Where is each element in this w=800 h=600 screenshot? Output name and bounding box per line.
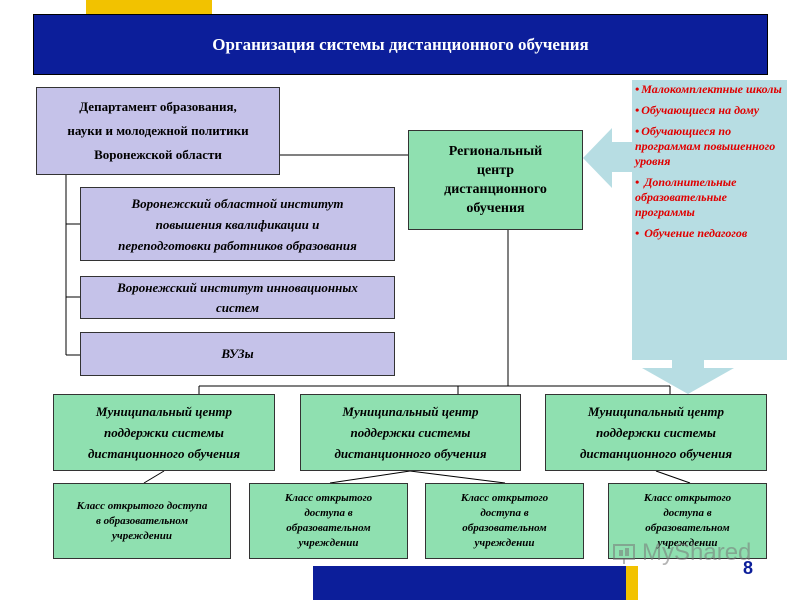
class-line: учреждении bbox=[112, 529, 172, 542]
class-line: доступа в bbox=[304, 507, 353, 519]
class-line: доступа в bbox=[663, 507, 712, 519]
class-line: в образовательном bbox=[95, 514, 189, 527]
target-group-item: Обучение педагогов bbox=[635, 226, 784, 241]
municipal-line: поддержки системы bbox=[104, 425, 224, 440]
class-line: образовательном bbox=[286, 522, 371, 534]
institute-line: Воронежский областной институт bbox=[131, 195, 344, 211]
institute-box-innovation: Воронежский институт инновационных систе… bbox=[80, 276, 395, 319]
class-box-2: Класс открытого доступа в образовательно… bbox=[249, 483, 408, 559]
municipal-center-box-3: Муниципальный центр поддержки системы ди… bbox=[545, 394, 767, 471]
page-number: 8 bbox=[742, 558, 753, 578]
top-gold-accent bbox=[86, 0, 212, 14]
page-title: Организация системы дистанционного обуче… bbox=[212, 34, 589, 54]
institute-line: ВУЗы bbox=[221, 346, 254, 361]
municipal-line: Муниципальный центр bbox=[95, 404, 233, 419]
class-line: образовательном bbox=[462, 522, 547, 534]
presentation-icon bbox=[613, 544, 635, 564]
watermark-text: MyShared bbox=[642, 539, 752, 566]
department-box: Департамент образования, науки и молодеж… bbox=[36, 87, 280, 175]
line-class3 bbox=[409, 470, 506, 484]
line-class1 bbox=[143, 470, 165, 484]
title-bar: Организация системы дистанционного обуче… bbox=[33, 14, 768, 75]
institute-line: повышения квалификации и bbox=[155, 216, 320, 232]
class-box-1: Класс открытого доступа в образовательно… bbox=[53, 483, 231, 559]
department-line: Департамент образования, bbox=[79, 99, 237, 114]
class-line: Класс открытого bbox=[284, 492, 373, 504]
municipal-line: поддержки системы bbox=[350, 425, 471, 440]
line-class4 bbox=[655, 470, 691, 484]
regional-center-box: Региональный центр дистанционного обучен… bbox=[408, 130, 583, 230]
target-group-item: Обучающиеся по программам повышенного ур… bbox=[635, 124, 784, 169]
regional-line: центр bbox=[476, 163, 515, 178]
municipal-center-box-2: Муниципальный центр поддержки системы ди… bbox=[300, 394, 521, 471]
class-line: учреждении bbox=[474, 537, 535, 549]
regional-line: дистанционного bbox=[444, 182, 547, 197]
municipal-line: Муниципальный центр bbox=[587, 404, 725, 419]
bottom-navy-bar bbox=[313, 566, 626, 600]
regional-line: Региональный bbox=[448, 144, 543, 159]
arrow-left-icon bbox=[583, 128, 632, 188]
class-line: Класс открытого доступа bbox=[76, 499, 208, 512]
institute-box-universities: ВУЗы bbox=[80, 332, 395, 376]
bottom-gold-accent bbox=[626, 566, 638, 600]
watermark: MyShared bbox=[612, 536, 772, 570]
regional-line: обучения bbox=[466, 201, 525, 216]
class-line: доступа в bbox=[480, 507, 529, 519]
class-line: образовательном bbox=[645, 522, 730, 534]
class-box-3: Класс открытого доступа в образовательно… bbox=[425, 483, 584, 559]
municipal-line: дистанционного обучения bbox=[334, 446, 487, 461]
municipal-line: дистанционного обучения bbox=[579, 446, 733, 461]
department-line: Воронежской области bbox=[94, 147, 222, 162]
institute-line: систем bbox=[215, 299, 260, 315]
municipal-line: поддержки системы bbox=[596, 425, 716, 440]
target-group-item: Обучающиеся на дому bbox=[635, 103, 784, 118]
municipal-line: Муниципальный центр bbox=[342, 404, 479, 419]
class-line: учреждении bbox=[657, 537, 718, 549]
institute-line: переподготовки работников образования bbox=[118, 237, 357, 253]
arrow-down-icon bbox=[642, 360, 734, 394]
target-group-item: Малокомплектные школы bbox=[635, 82, 784, 97]
institute-box-retraining: Воронежский областной институт повышения… bbox=[80, 187, 395, 261]
municipal-line: дистанционного обучения bbox=[87, 446, 241, 461]
line-class2 bbox=[329, 470, 411, 484]
municipal-center-box-1: Муниципальный центр поддержки системы ди… bbox=[53, 394, 275, 471]
target-group-item: Дополнительные образовательные программы bbox=[635, 175, 784, 220]
class-line: Класс открытого bbox=[643, 492, 732, 504]
institute-line: Воронежский институт инновационных bbox=[117, 279, 358, 295]
class-line: Класс открытого bbox=[460, 492, 549, 504]
department-line: науки и молодежной политики bbox=[67, 123, 249, 138]
class-line: учреждении bbox=[298, 537, 359, 549]
target-groups-panel: Малокомплектные школы Обучающиеся на дом… bbox=[632, 80, 787, 360]
